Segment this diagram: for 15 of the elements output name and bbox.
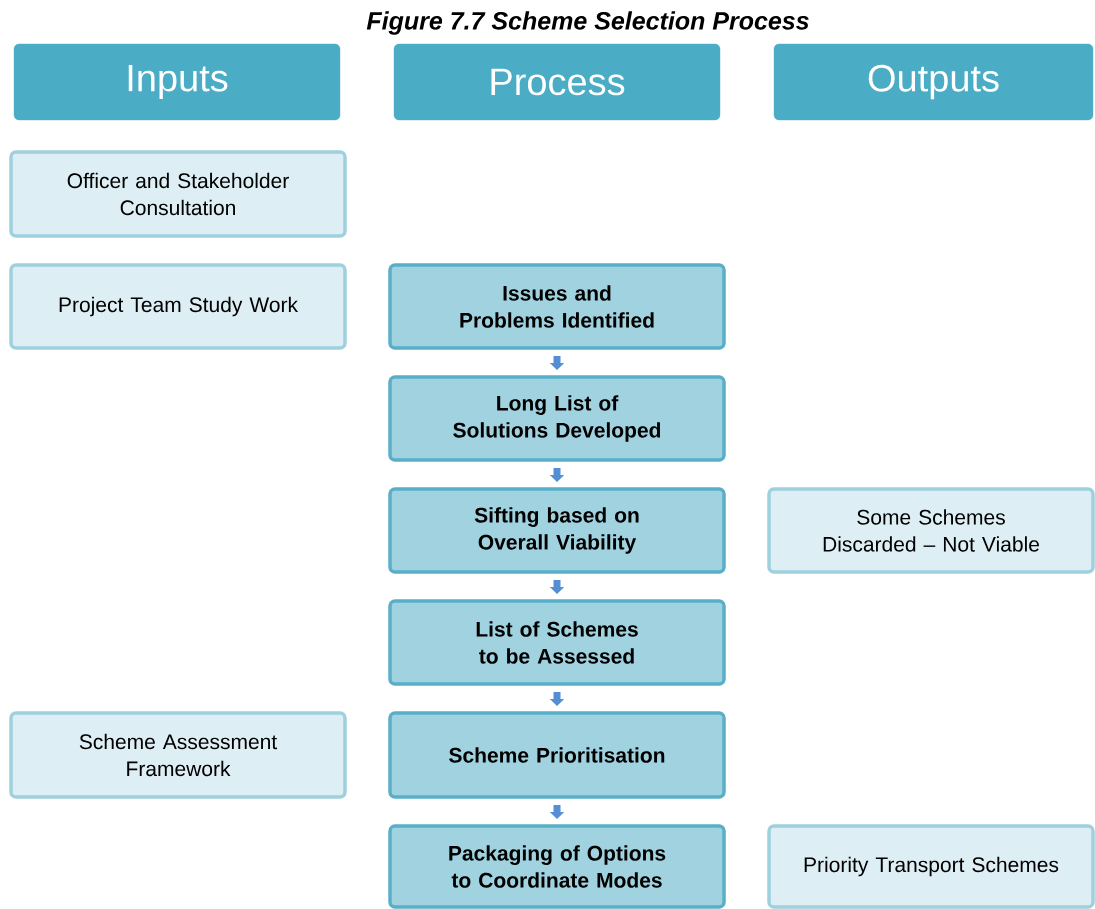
column-header: Outputs	[773, 43, 1094, 121]
process-box: Scheme Prioritisation	[388, 711, 726, 799]
output-box: Some Schemes Discarded – Not Viable	[767, 487, 1095, 574]
input-box: Scheme Assessment Framework	[9, 711, 347, 799]
output-box: Priority Transport Schemes	[767, 824, 1095, 909]
process-box: List of Schemes to be Assessed	[388, 599, 726, 686]
process-box: Packaging of Options to Coordinate Modes	[388, 824, 726, 909]
column-header: Inputs	[13, 43, 341, 121]
process-box: Issues and Problems Identified	[388, 263, 726, 350]
process-box: Long List of Solutions Developed	[388, 375, 726, 462]
column-header: Process	[393, 43, 721, 121]
figure-title: Figure 7.7 Scheme Selection Process	[366, 11, 809, 35]
process-box: Sifting based on Overall Viability	[388, 487, 726, 574]
input-box: Officer and Stakeholder Consultation	[9, 150, 347, 238]
input-box: Project Team Study Work	[9, 263, 347, 350]
